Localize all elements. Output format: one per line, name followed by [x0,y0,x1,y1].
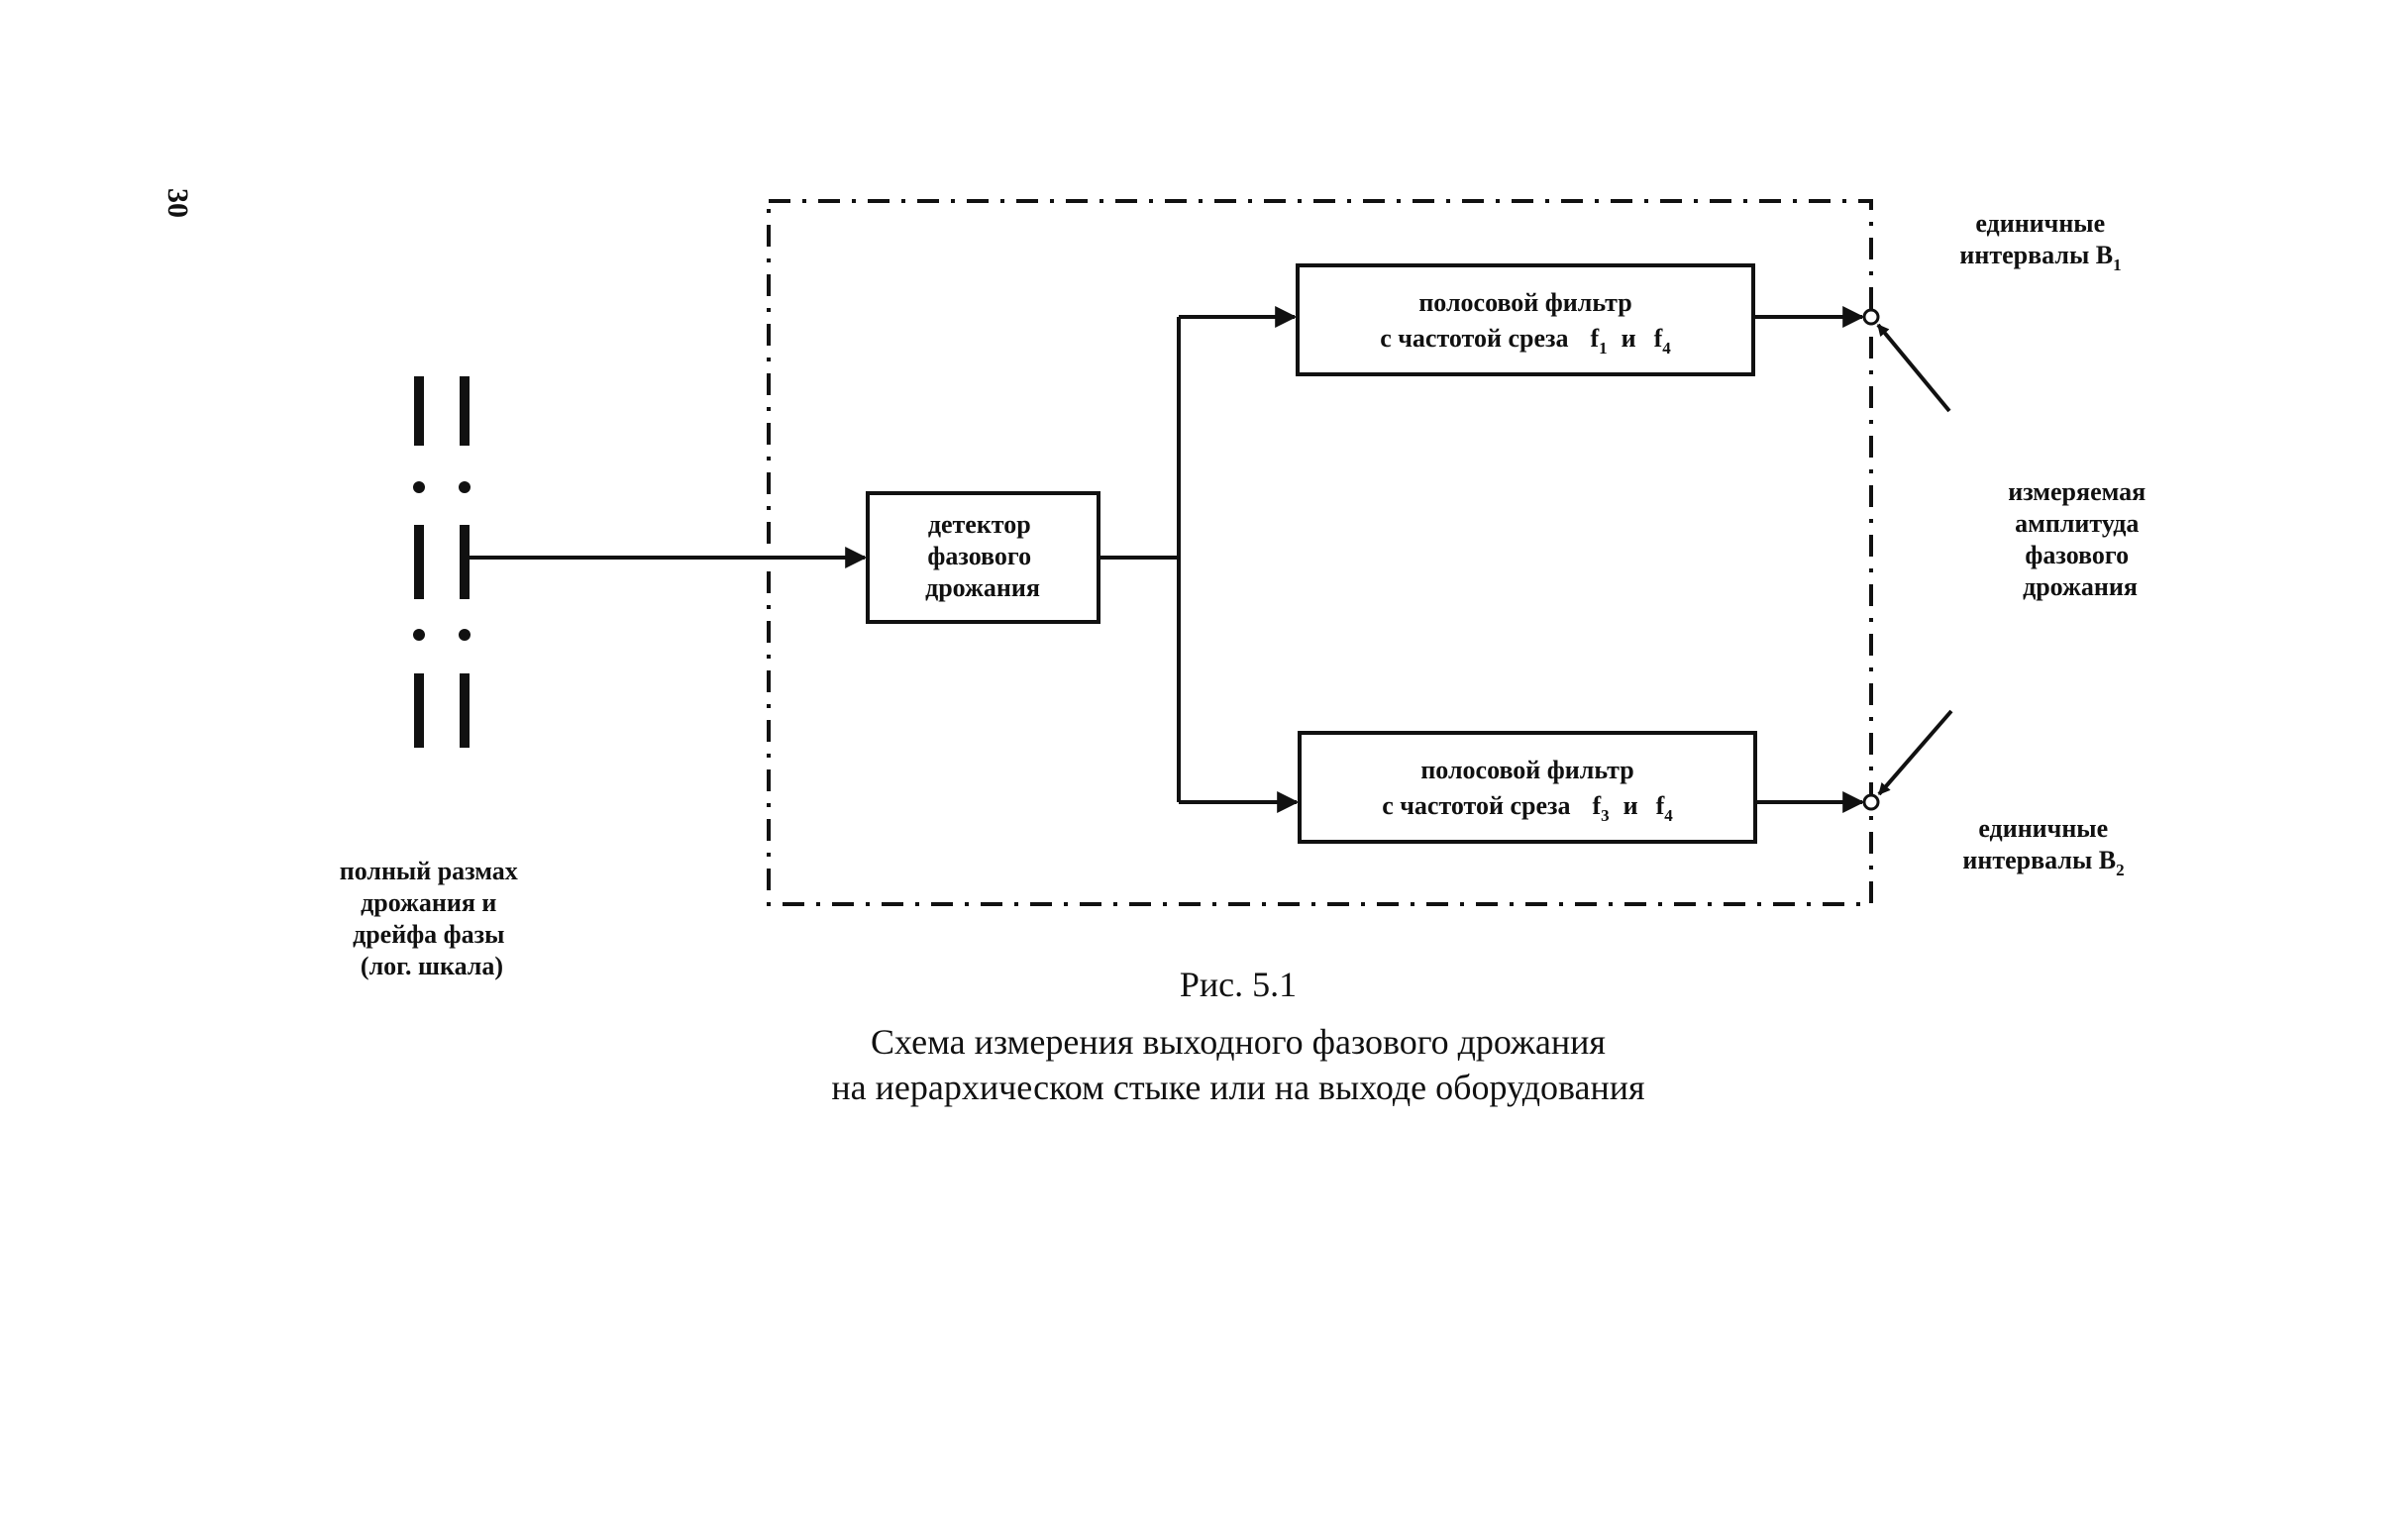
filter-bottom-line1: полосовой фильтр [1420,756,1633,784]
caption-line-2: на иерархическом стыке или на выходе обо… [831,1068,1644,1107]
branch-lines [1099,317,1181,802]
filter-top-line1: полосовой фильтр [1418,288,1631,317]
measurement-enclosure [767,199,1873,906]
left-label: полный размах дрожания и дрейфа фазы (ло… [340,857,525,980]
detector-label: детектор фазового дрожания [925,510,1040,602]
terminal-top [1862,308,1880,326]
filter-bottom-box [1298,731,1757,844]
output-top-label: единичные интервалы B1 [1959,209,2121,274]
probe-arrow-top [1876,323,1951,413]
probe-arrow-bottom [1877,709,1953,796]
caption-line-1: Схема измерения выходного фазового дрожа… [871,1022,1606,1062]
figure-number: Рис. 5.1 [1180,965,1297,1004]
page-number: 30 [161,188,194,218]
signal-bars-symbol [413,376,471,748]
terminal-bottom [1862,793,1880,811]
output-bottom-label: единичные интервалы B2 [1962,814,2124,879]
filter-top-box [1296,263,1755,376]
amplitude-label: измеряемая амплитуда фазового дрожания [2008,477,2151,601]
